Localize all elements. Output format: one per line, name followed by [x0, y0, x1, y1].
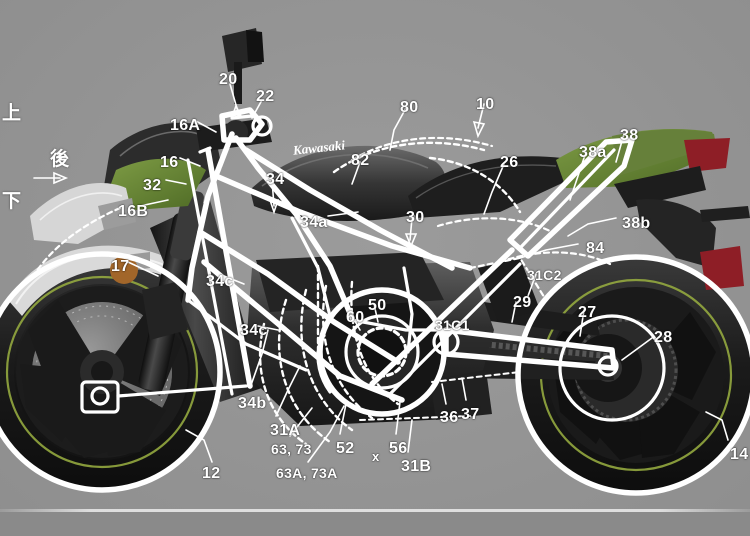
orientation-up-label: 上 [2, 102, 22, 124]
callout-label: 38b [622, 215, 651, 232]
callout-label: 22 [256, 88, 275, 105]
rear-wheel-outline [515, 254, 750, 496]
orientation-down-label: 下 [2, 190, 22, 212]
fork-outline [80, 146, 253, 414]
callout-label: 12 [202, 465, 221, 482]
callout-label: 31C1 [435, 317, 470, 333]
callout-label: 28 [654, 329, 673, 346]
callout-label: 63A, 73A [276, 465, 338, 481]
callout-label: 38 [620, 127, 639, 144]
callout-label: 63, 73 [271, 441, 312, 457]
hidden-lines [30, 136, 612, 446]
callout-label: 34a [300, 214, 328, 231]
front-cowl [30, 122, 222, 244]
callout-label: 82 [351, 152, 370, 169]
callout-label: 14 [730, 446, 749, 463]
callout-label: 56 [389, 440, 408, 457]
callout-label: 34c [206, 273, 234, 290]
callout-label: 17 [111, 258, 130, 275]
callout-label: 20 [219, 71, 238, 88]
callout-label: 34b [238, 395, 267, 412]
frame-outline [185, 131, 473, 403]
callout-label: 16B [118, 203, 149, 220]
bottom-band [0, 512, 750, 536]
tail-section [556, 129, 730, 208]
callout-label: 16 [160, 154, 179, 171]
callout-label: 31A [270, 422, 301, 439]
front-wheel-outline [0, 251, 223, 493]
rear-grab-bar [700, 206, 750, 222]
callout-label: x [372, 449, 380, 464]
callout-label: 32 [143, 177, 162, 194]
callout-label: 26 [500, 154, 519, 171]
callout-label: 60 [346, 309, 365, 326]
callout-label: 50 [368, 297, 387, 314]
callout-label: 31C2 [527, 267, 562, 283]
callout-label: 52 [336, 440, 355, 457]
leader-lines [33, 83, 729, 463]
seat [408, 156, 586, 218]
callout-label: 36 [440, 409, 459, 426]
callout-label: 80 [400, 99, 419, 116]
callout-label: 37 [461, 406, 480, 423]
callout-label: 31B [401, 458, 432, 475]
callout-label: 34 [266, 171, 285, 188]
callout-label: 10 [476, 96, 495, 113]
callout-label: 38a [579, 144, 607, 161]
rear-fender [636, 199, 744, 290]
callout-label: 29 [513, 294, 532, 311]
callout-label: 27 [578, 304, 597, 321]
tank-cover [250, 145, 447, 221]
callout-label: 34c [240, 322, 268, 339]
rear-suspension [430, 258, 540, 420]
callout-label: 16A [170, 117, 201, 134]
orientation-rear-label: 後 [50, 148, 70, 170]
handlebar-clamp-outline [219, 107, 273, 143]
callout-label: 84 [586, 240, 605, 257]
bottom-highlight-line [0, 509, 750, 512]
callout-label: 30 [406, 209, 425, 226]
